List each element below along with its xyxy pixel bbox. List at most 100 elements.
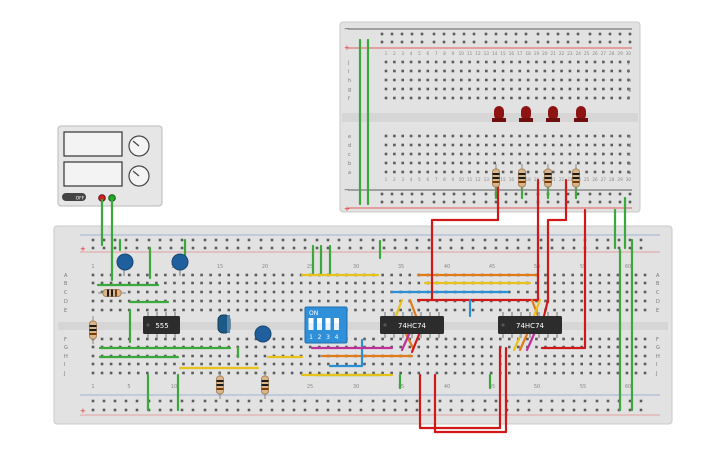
hole[interactable] — [209, 371, 212, 375]
hole[interactable] — [568, 96, 572, 100]
hole[interactable] — [426, 96, 430, 100]
hole[interactable] — [489, 345, 493, 349]
hole[interactable] — [164, 371, 167, 375]
rail-hole[interactable] — [595, 246, 599, 250]
hole[interactable] — [553, 362, 556, 366]
hole[interactable] — [476, 78, 480, 82]
hole[interactable] — [576, 161, 580, 165]
hole[interactable] — [580, 281, 583, 285]
rail-hole[interactable] — [484, 40, 488, 44]
hole[interactable] — [227, 354, 231, 358]
hole[interactable] — [618, 134, 622, 138]
rail-hole[interactable] — [415, 408, 419, 412]
hole[interactable] — [290, 362, 294, 366]
hole[interactable] — [526, 96, 530, 100]
rail-hole[interactable] — [382, 408, 386, 412]
hole[interactable] — [453, 345, 457, 349]
rail-hole[interactable] — [516, 408, 520, 412]
hole[interactable] — [426, 345, 430, 349]
rail-hole[interactable] — [516, 238, 520, 242]
rail-hole[interactable] — [135, 408, 139, 412]
hole[interactable] — [443, 170, 446, 174]
hole[interactable] — [290, 371, 294, 375]
hole[interactable] — [598, 354, 602, 358]
hole[interactable] — [616, 299, 620, 303]
hole[interactable] — [91, 362, 95, 366]
hole[interactable] — [418, 134, 421, 138]
hole[interactable] — [462, 362, 466, 366]
rail-hole[interactable] — [124, 246, 128, 250]
dip-toggle[interactable] — [334, 318, 339, 323]
hole[interactable] — [308, 362, 312, 366]
rail-hole[interactable] — [527, 399, 531, 403]
hole[interactable] — [535, 134, 538, 138]
hole[interactable] — [399, 337, 402, 341]
rail-hole[interactable] — [124, 408, 128, 412]
hole[interactable] — [517, 345, 520, 349]
rail-hole[interactable] — [484, 32, 488, 36]
rail-hole[interactable] — [359, 246, 363, 250]
hole[interactable] — [272, 337, 276, 341]
hole[interactable] — [593, 152, 597, 156]
hole[interactable] — [518, 69, 522, 73]
hole[interactable] — [485, 96, 488, 100]
hole[interactable] — [535, 161, 538, 165]
hole[interactable] — [610, 96, 614, 100]
hole[interactable] — [634, 308, 638, 312]
rail-hole[interactable] — [225, 238, 229, 242]
rail-hole[interactable] — [617, 246, 621, 250]
hole[interactable] — [535, 60, 538, 64]
hole[interactable] — [510, 69, 513, 73]
hole[interactable] — [510, 161, 513, 165]
rail-hole[interactable] — [628, 399, 632, 403]
rail-hole[interactable] — [566, 40, 570, 44]
hole[interactable] — [435, 362, 439, 366]
hole[interactable] — [493, 152, 496, 156]
hole[interactable] — [209, 354, 212, 358]
hole[interactable] — [209, 290, 212, 294]
hole[interactable] — [618, 87, 622, 91]
hole[interactable] — [290, 290, 294, 294]
hole[interactable] — [434, 143, 438, 147]
hole[interactable] — [560, 170, 563, 174]
hole[interactable] — [426, 362, 430, 366]
hole[interactable] — [643, 273, 647, 277]
hole[interactable] — [209, 362, 212, 366]
hole[interactable] — [109, 281, 113, 285]
rail-hole[interactable] — [628, 40, 632, 44]
hole[interactable] — [526, 170, 530, 174]
hole[interactable] — [453, 354, 457, 358]
rail-hole[interactable] — [380, 200, 384, 204]
hole[interactable] — [384, 96, 388, 100]
hole[interactable] — [245, 371, 249, 375]
hole[interactable] — [476, 143, 480, 147]
hole[interactable] — [417, 354, 421, 358]
hole[interactable] — [493, 87, 496, 91]
hole[interactable] — [551, 78, 555, 82]
hole[interactable] — [585, 143, 588, 147]
hole[interactable] — [471, 337, 475, 341]
hole[interactable] — [476, 87, 480, 91]
hole[interactable] — [200, 281, 203, 285]
hole[interactable] — [381, 362, 384, 366]
rail-hole[interactable] — [113, 408, 117, 412]
hole[interactable] — [571, 299, 574, 303]
hole[interactable] — [399, 362, 402, 366]
hole[interactable] — [372, 281, 375, 285]
hole[interactable] — [100, 281, 104, 285]
hole[interactable] — [227, 362, 231, 366]
hole[interactable] — [560, 143, 563, 147]
rail-hole[interactable] — [618, 200, 622, 204]
hole[interactable] — [401, 152, 405, 156]
hole[interactable] — [518, 161, 522, 165]
rail-hole[interactable] — [462, 200, 466, 204]
hole[interactable] — [553, 281, 556, 285]
hole[interactable] — [459, 96, 463, 100]
hole[interactable] — [476, 152, 480, 156]
rail-hole[interactable] — [452, 40, 456, 44]
hole[interactable] — [191, 337, 194, 341]
hole[interactable] — [535, 69, 538, 73]
rail-hole[interactable] — [536, 40, 540, 44]
hole[interactable] — [363, 362, 366, 366]
hole[interactable] — [562, 362, 565, 366]
